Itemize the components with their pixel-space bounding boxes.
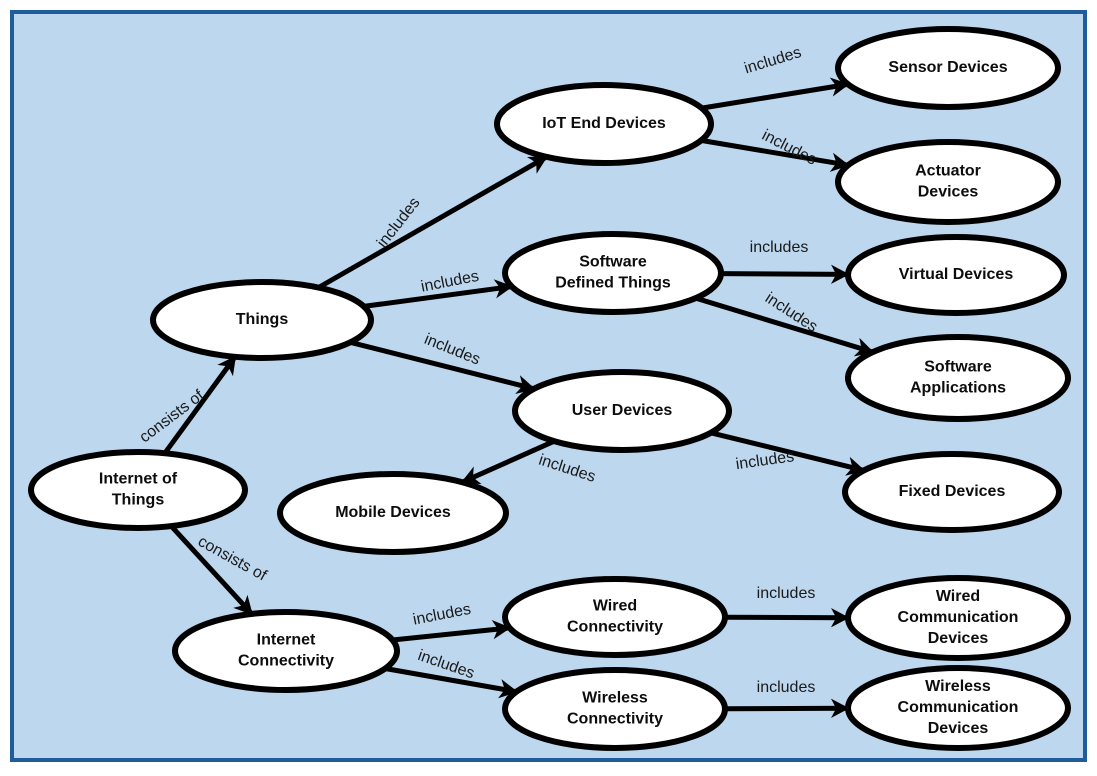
node-label-actuator-devices: Devices	[918, 184, 979, 201]
node-label-virtual-devices: Virtual Devices	[899, 266, 1014, 283]
node-label-software-defined-things: Defined Things	[555, 275, 671, 292]
node-shape-software-applications[interactable]	[845, 334, 1071, 422]
edge-user-devices-to-mobile-devices	[460, 438, 556, 485]
node-label-actuator-devices: Actuator	[915, 163, 981, 180]
node-shape-actuator-devices[interactable]	[835, 139, 1061, 225]
node-shape-software-defined-things[interactable]	[502, 231, 724, 315]
node-label-user-devices: User Devices	[572, 402, 673, 419]
node-shape-virtual-devices[interactable]	[845, 234, 1067, 316]
edge-label-sdt-to-virtual-devices: includes	[750, 239, 809, 256]
node-label-things: Things	[236, 311, 289, 328]
node-label-wired-connectivity: Connectivity	[567, 619, 663, 636]
node-sensor-devices[interactable]: Sensor Devices	[835, 26, 1061, 110]
node-label-wireless-communication-devices: Devices	[928, 720, 989, 737]
node-label-software-applications: Applications	[910, 380, 1006, 397]
edge-label-wireless-to-wireless-comm-devices: includes	[757, 679, 816, 696]
node-shape-user-devices[interactable]	[512, 369, 732, 453]
edge-iot-end-to-actuator-devices	[700, 137, 850, 172]
node-user-devices[interactable]: User Devices	[512, 369, 732, 453]
node-label-iot-end-devices: IoT End Devices	[542, 115, 666, 132]
node-label-wired-connectivity: Wired	[593, 598, 637, 615]
node-fixed-devices[interactable]: Fixed Devices	[842, 451, 1062, 533]
node-label-internet-connectivity: Internet	[257, 632, 316, 649]
node-things[interactable]: Things	[150, 279, 374, 361]
edge-ic-to-wired-connectivity	[392, 620, 511, 643]
node-label-internet-of-things: Things	[112, 492, 165, 509]
node-label-mobile-devices: Mobile Devices	[335, 504, 451, 521]
node-shape-things[interactable]	[150, 279, 374, 361]
edge-things-to-software-defined-things	[363, 279, 514, 309]
node-label-fixed-devices: Fixed Devices	[899, 483, 1006, 500]
node-label-wired-communication-devices: Communication	[898, 609, 1019, 626]
node-shape-internet-of-things[interactable]	[28, 449, 248, 531]
edge-iot-end-to-sensor-devices	[701, 77, 850, 111]
node-mobile-devices[interactable]: Mobile Devices	[277, 471, 509, 555]
node-label-wireless-connectivity: Wireless	[582, 690, 648, 707]
edge-user-devices-to-fixed-devices	[710, 430, 866, 476]
edge-things-to-iot-end-devices	[317, 155, 548, 290]
node-label-wireless-communication-devices: Wireless	[925, 678, 991, 695]
node-shape-wireless-connectivity[interactable]	[502, 667, 728, 751]
node-iot-end-devices[interactable]: IoT End Devices	[494, 82, 714, 166]
edge-ic-to-wireless-connectivity	[384, 666, 518, 699]
edge-sdt-to-virtual-devices	[720, 264, 850, 284]
node-label-internet-connectivity: Connectivity	[238, 653, 334, 670]
node-label-sensor-devices: Sensor Devices	[888, 59, 1007, 76]
node-label-software-applications: Software	[924, 359, 992, 376]
node-label-wireless-connectivity: Connectivity	[567, 711, 663, 728]
node-shape-mobile-devices[interactable]	[277, 471, 509, 555]
edge-layer	[162, 77, 875, 719]
node-label-software-defined-things: Software	[579, 254, 647, 271]
node-label-wireless-communication-devices: Communication	[898, 699, 1019, 716]
node-shape-wired-communication-devices[interactable]	[845, 575, 1071, 661]
node-label-wired-communication-devices: Wired	[936, 588, 980, 605]
edge-label-wired-to-wired-comm-devices: includes	[757, 585, 816, 602]
node-shape-internet-connectivity[interactable]	[172, 609, 400, 693]
edge-things-to-user-devices	[349, 339, 536, 394]
node-label-internet-of-things: Internet of	[99, 471, 178, 488]
edge-sdt-to-software-applications	[694, 295, 875, 357]
node-shape-wireless-communication-devices[interactable]	[845, 665, 1071, 751]
node-shape-iot-end-devices[interactable]	[494, 82, 714, 166]
edge-iot-to-internet-connectivity	[169, 524, 253, 615]
edge-iot-to-things	[162, 355, 237, 455]
node-shape-sensor-devices[interactable]	[835, 26, 1061, 110]
node-label-wired-communication-devices: Devices	[928, 630, 989, 647]
node-shape-wired-connectivity[interactable]	[502, 576, 728, 658]
node-internet-of-things[interactable]: Internet of Things	[28, 449, 248, 531]
node-shape-fixed-devices[interactable]	[842, 451, 1062, 533]
node-virtual-devices[interactable]: Virtual Devices	[845, 234, 1067, 316]
